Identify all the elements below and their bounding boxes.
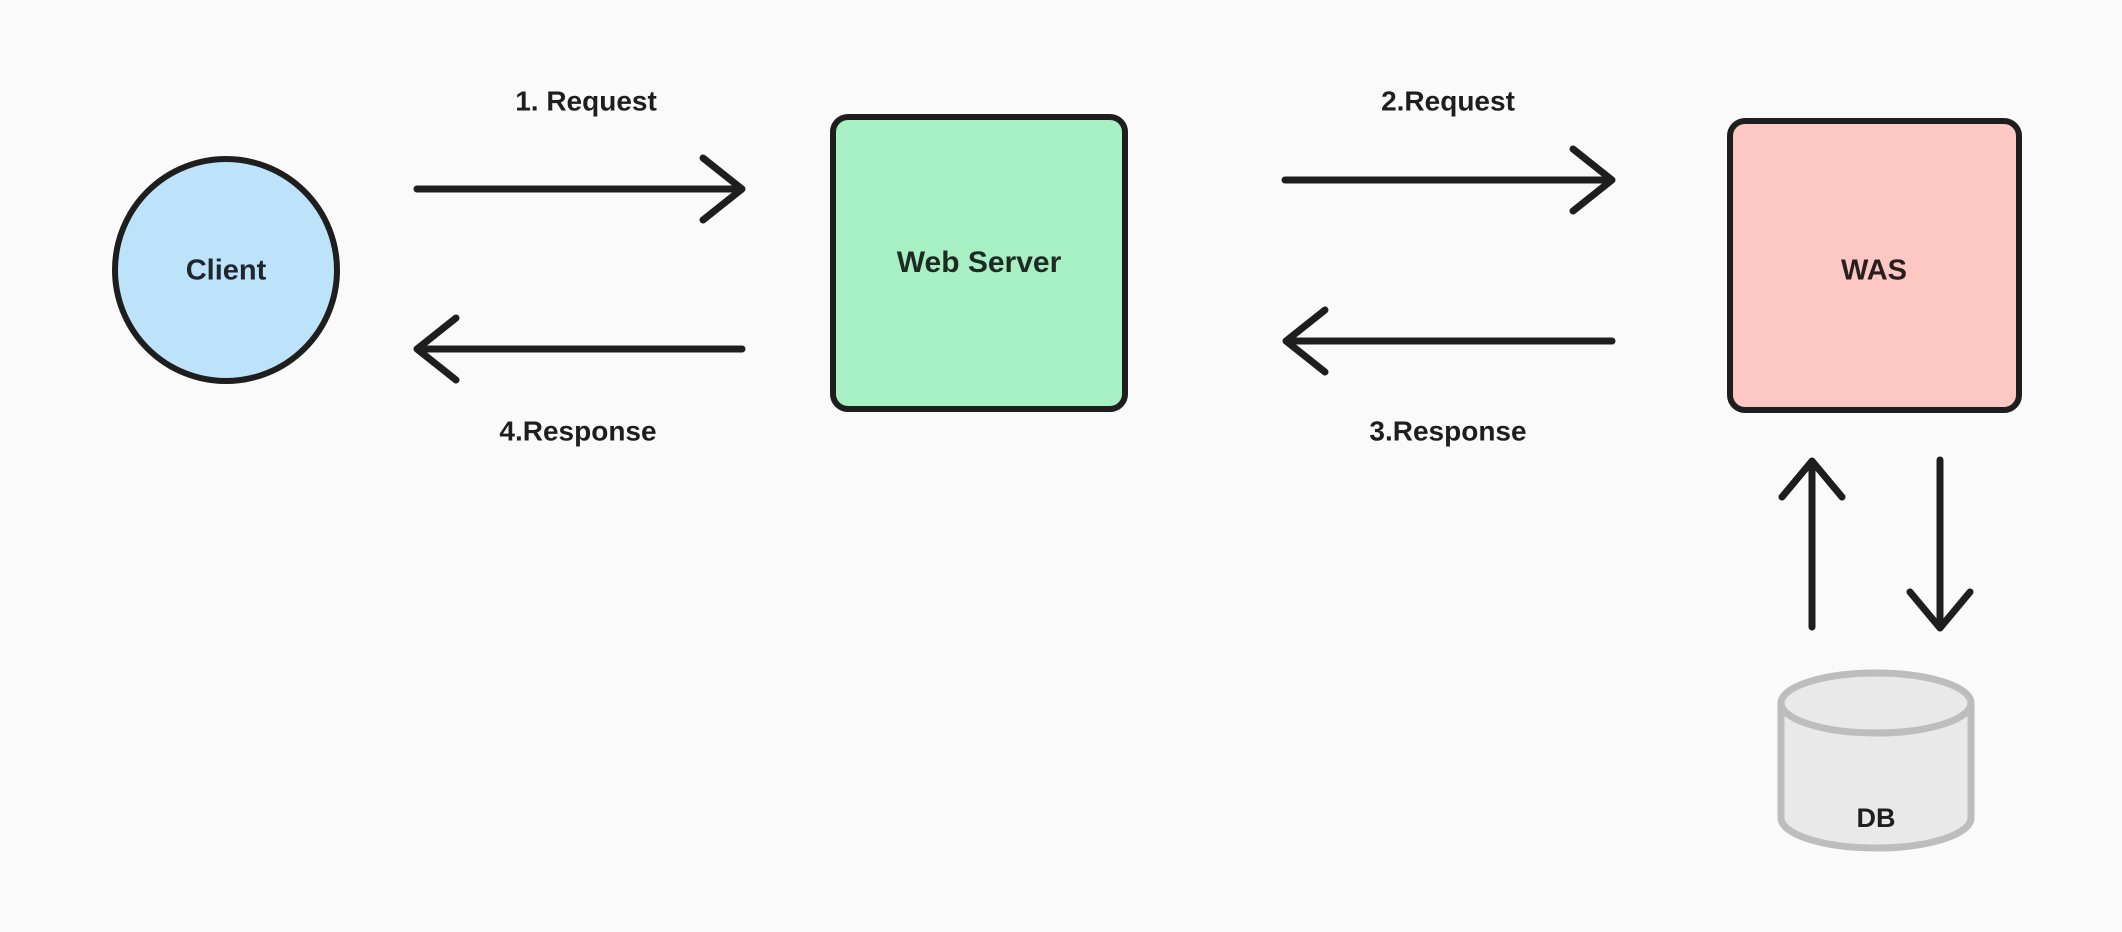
client-circle-shape [112, 156, 340, 384]
was-rect-shape [1727, 118, 2022, 413]
edge-db-to-was[interactable] [1778, 457, 1846, 631]
node-web-server[interactable]: Web Server [830, 114, 1128, 412]
edge-2-label: 2.Request [1381, 85, 1515, 116]
edge-3-label: 3.Response [1369, 415, 1526, 446]
web-server-rect-shape [830, 114, 1128, 412]
node-was[interactable]: WAS [1727, 118, 2022, 413]
edge-web-server-to-client[interactable]: 4.Response [413, 314, 746, 446]
client-label: Client [186, 255, 267, 287]
db-label: DB [1857, 803, 1896, 833]
node-db[interactable]: DB [1777, 669, 1975, 852]
edge-was-to-web-server[interactable]: 3.Response [1282, 306, 1616, 446]
node-client[interactable]: Client [112, 156, 340, 384]
edge-db-down-arrowhead [1906, 588, 1974, 632]
edge-1-label: 1. Request [515, 85, 657, 116]
was-label: WAS [1841, 255, 1907, 287]
edge-4-label: 4.Response [499, 415, 656, 446]
edge-web-server-to-was[interactable]: 2.Request [1281, 85, 1616, 215]
db-cylinder-body [1777, 699, 1975, 852]
edge-db-up-arrowhead [1778, 457, 1846, 501]
db-cylinder-top [1777, 669, 1975, 737]
edge-4-arrowhead-left [413, 314, 460, 384]
edge-was-to-db[interactable] [1906, 456, 1974, 632]
edge-client-to-web-server[interactable]: 1. Request [413, 85, 746, 224]
web-server-label: Web Server [897, 246, 1062, 279]
edge-1-arrowhead-right [699, 154, 746, 224]
edge-2-arrowhead-right [1569, 145, 1616, 215]
edge-3-arrowhead-left [1282, 306, 1329, 376]
